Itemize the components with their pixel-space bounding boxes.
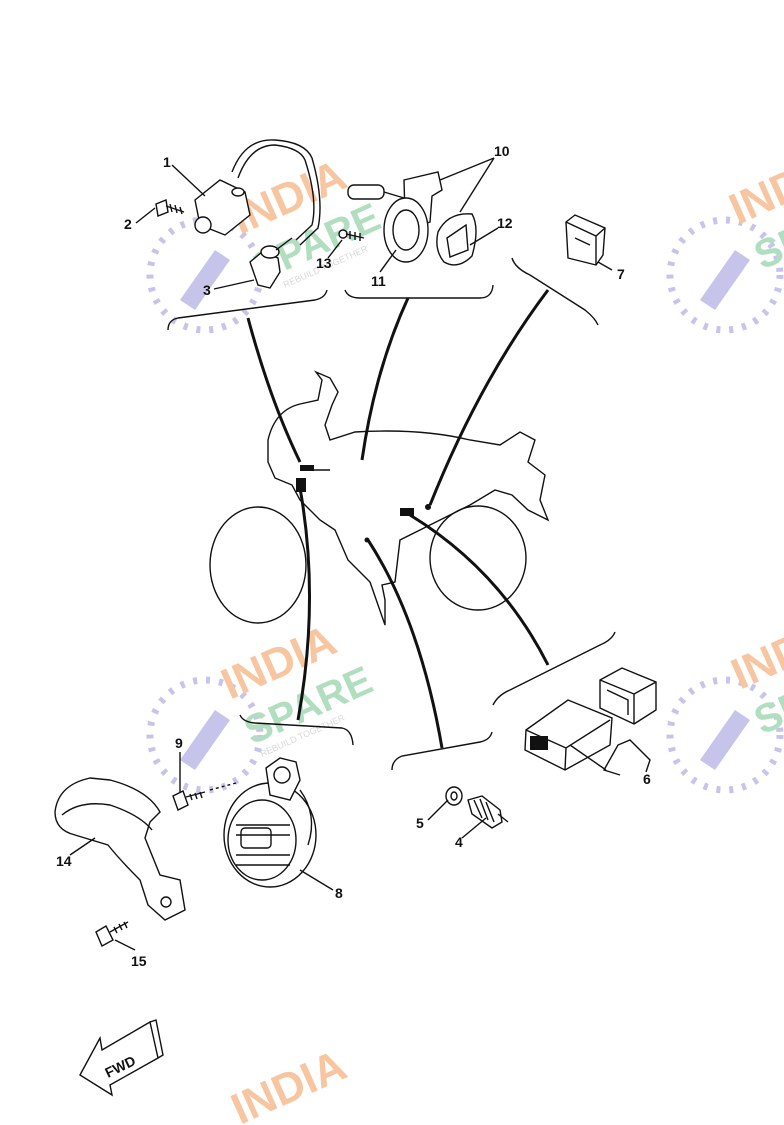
wire-ignition: [246, 317, 302, 463]
gasket[interactable]: [436, 213, 477, 266]
watermark-right-top: INDIA SPARE: [666, 141, 784, 334]
callout-4: 4: [455, 834, 463, 850]
watermark-line1: INDIA: [722, 141, 784, 234]
leader-lines: [69, 157, 651, 951]
wire-switch: [366, 539, 444, 749]
callout-7: 7: [617, 266, 625, 282]
flasher-relay[interactable]: [599, 667, 657, 725]
motorcycle-outline: [209, 370, 550, 626]
control-unit[interactable]: [524, 699, 613, 771]
callout-9: 9: [175, 735, 183, 751]
horn[interactable]: [223, 757, 317, 888]
relay[interactable]: [565, 214, 606, 266]
watermark-middle: INDIA SPARE REBUILD TOGETHER: [146, 616, 379, 794]
bracket-ignition-group: [167, 289, 328, 331]
callout-13: 13: [316, 255, 332, 271]
callout-3: 3: [203, 282, 211, 298]
bracket-bolt[interactable]: [95, 921, 129, 947]
bracket-horn-group: [239, 714, 354, 746]
spark-plug-cap[interactable]: [249, 237, 293, 289]
callout-6: 6: [643, 771, 651, 787]
callout-15: 15: [131, 953, 147, 969]
watermark-line1: INDIA: [224, 1041, 353, 1125]
wire-fuel: [360, 297, 410, 461]
callout-14: 14: [56, 853, 72, 869]
washer[interactable]: [445, 786, 463, 806]
horn-bolt[interactable]: [172, 782, 237, 811]
fuel-sender-unit[interactable]: [347, 171, 443, 263]
bracket-fuel-group: [344, 284, 494, 299]
neutral-switch[interactable]: [467, 795, 509, 829]
ignition-coil[interactable]: [194, 139, 321, 246]
bolt[interactable]: [155, 199, 185, 217]
callout-11: 11: [371, 273, 386, 289]
callout-8: 8: [335, 885, 343, 901]
wire-horn: [296, 487, 311, 721]
bracket-switch-group: [391, 731, 493, 771]
callout-10: 10: [494, 143, 510, 159]
callout-12: 12: [497, 215, 513, 231]
callout-2: 2: [124, 216, 132, 232]
callout-5: 5: [416, 815, 424, 831]
watermark-bottom: INDIA: [224, 1041, 353, 1125]
wire-unit: [409, 513, 550, 666]
bracket-unit-group: [492, 631, 616, 706]
forward-direction-arrow: FWD: [79, 1019, 164, 1097]
screw[interactable]: [338, 229, 365, 241]
wire-relay: [428, 289, 550, 506]
watermark-line1: INDIA: [724, 606, 784, 699]
bracket-relay-group: [511, 257, 599, 326]
horn-bracket[interactable]: [54, 777, 186, 921]
callout-1: 1: [163, 154, 171, 170]
watermark-right-middle: INDIA SPARE: [666, 606, 784, 794]
